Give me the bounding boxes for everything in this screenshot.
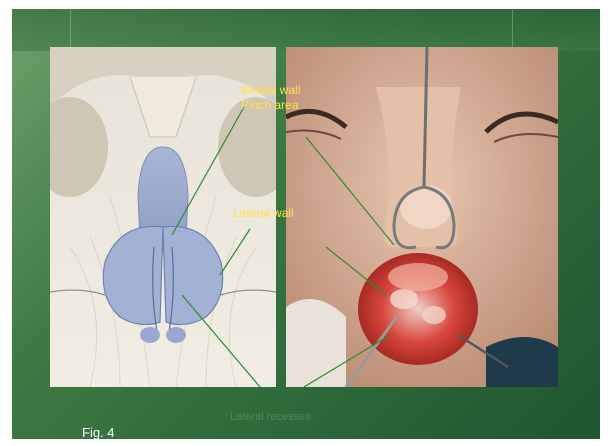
surgical-photo <box>286 47 558 387</box>
lateral-wall-label: Lateral wall <box>233 206 294 220</box>
faint-caption: Lateral recesses <box>230 411 311 423</box>
medial-wall-label: Medial wall <box>241 83 300 97</box>
surgical-photo-drawing <box>286 47 558 387</box>
figure-label: Fig. 4 <box>82 425 115 439</box>
pinch-area-label: Pinch area <box>241 98 298 112</box>
slide: Medial wall Pinch area Lateral wall Late… <box>12 9 600 439</box>
